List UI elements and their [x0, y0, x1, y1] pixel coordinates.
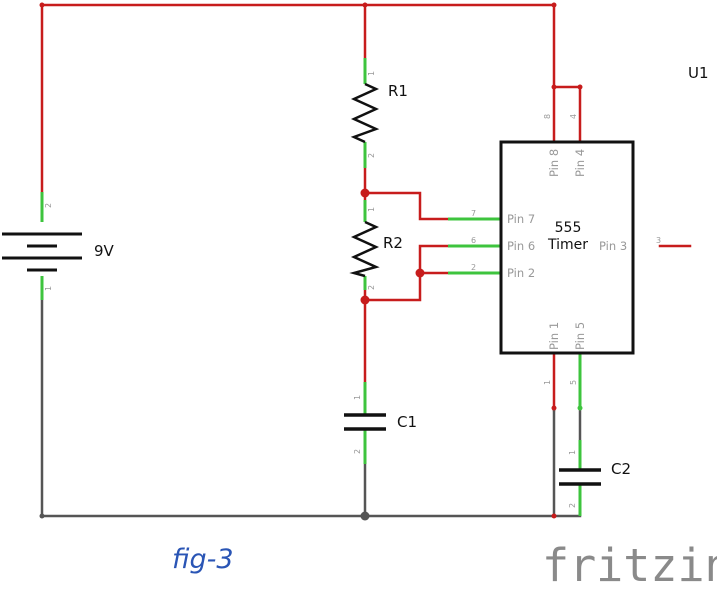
ic-pin4-num: 4	[569, 114, 578, 119]
r1-label: R1	[388, 82, 408, 100]
battery-pin-bottom-num: 1	[44, 286, 53, 291]
ic-pin5-label: Pin 5	[573, 322, 587, 350]
ic-pin5-num: 5	[569, 380, 578, 385]
junction-pin6-pin2	[415, 268, 425, 278]
junction-top-ic	[551, 2, 557, 8]
r1-resistor-zigzag	[350, 82, 380, 144]
junction-r2-c1	[360, 295, 370, 305]
ic-name-line2: Timer	[547, 237, 588, 253]
ic-pin8-num: 8	[543, 114, 552, 119]
ic-pin7-label: Pin 7	[507, 212, 535, 226]
battery-pin-top-num: 2	[44, 203, 53, 208]
pin7-wire	[363, 191, 450, 221]
junction-pin8-pin4-left	[551, 84, 557, 90]
junction-pin8-pin4-right	[577, 84, 583, 90]
c1-label: C1	[397, 413, 417, 431]
ic-name-line1: 555	[555, 220, 582, 236]
junction-bottom-pin1	[551, 513, 557, 519]
pin-leads	[40, 58, 582, 516]
junction-top-left	[39, 2, 45, 8]
fritzing-logo: fritzing	[542, 539, 717, 591]
c1-pin-top-num: 1	[353, 395, 362, 400]
ic-pin6-num: 6	[471, 236, 476, 245]
ic-pin4-label: Pin 4	[573, 149, 587, 177]
junction-top-r1	[362, 2, 368, 8]
junction-dots	[39, 2, 583, 521]
ic-pin3-num: 3	[656, 236, 661, 245]
ic-pin2-label: Pin 2	[507, 266, 535, 280]
r1-pin-top-num: 1	[367, 71, 376, 76]
junction-ground-c1	[360, 511, 370, 521]
ic-pin1-num: 1	[543, 380, 552, 385]
figure-caption: fig-3	[172, 544, 234, 575]
ic-pin7-num: 7	[471, 209, 476, 218]
c1-capacitor-plates	[344, 413, 386, 431]
battery-symbol	[2, 232, 82, 272]
c2-capacitor-plates	[559, 468, 601, 486]
r2-label: R2	[383, 234, 403, 252]
ic-body	[499, 140, 635, 355]
r1-pin-bottom-num: 2	[367, 153, 376, 158]
junction-bottom-left	[39, 513, 45, 519]
c2-pin-top-num: 1	[568, 450, 577, 455]
battery-label: 9V	[94, 242, 115, 260]
c2-label: C2	[611, 460, 631, 478]
r2-pin-bottom-num: 2	[367, 285, 376, 290]
ic-pin3-label: Pin 3	[599, 239, 627, 253]
r2-resistor-zigzag	[349, 220, 380, 278]
ic-pin1-label: Pin 1	[547, 322, 561, 350]
ground-wires	[40, 298, 582, 518]
ic-pin8-label: Pin 8	[547, 149, 561, 177]
junction-pin5-end	[577, 405, 583, 411]
c2-pin-bottom-num: 2	[568, 503, 577, 508]
junction-r1-r2	[360, 188, 370, 198]
r2-pin-top-num: 1	[367, 207, 376, 212]
ic-pin6-label: Pin 6	[507, 239, 535, 253]
ic-pin2-num: 2	[471, 263, 476, 272]
power-wires	[40, 3, 692, 412]
ic-ref-label: U1	[688, 64, 709, 82]
junction-pin1-end	[551, 405, 557, 411]
c1-pin-bottom-num: 2	[353, 449, 362, 454]
